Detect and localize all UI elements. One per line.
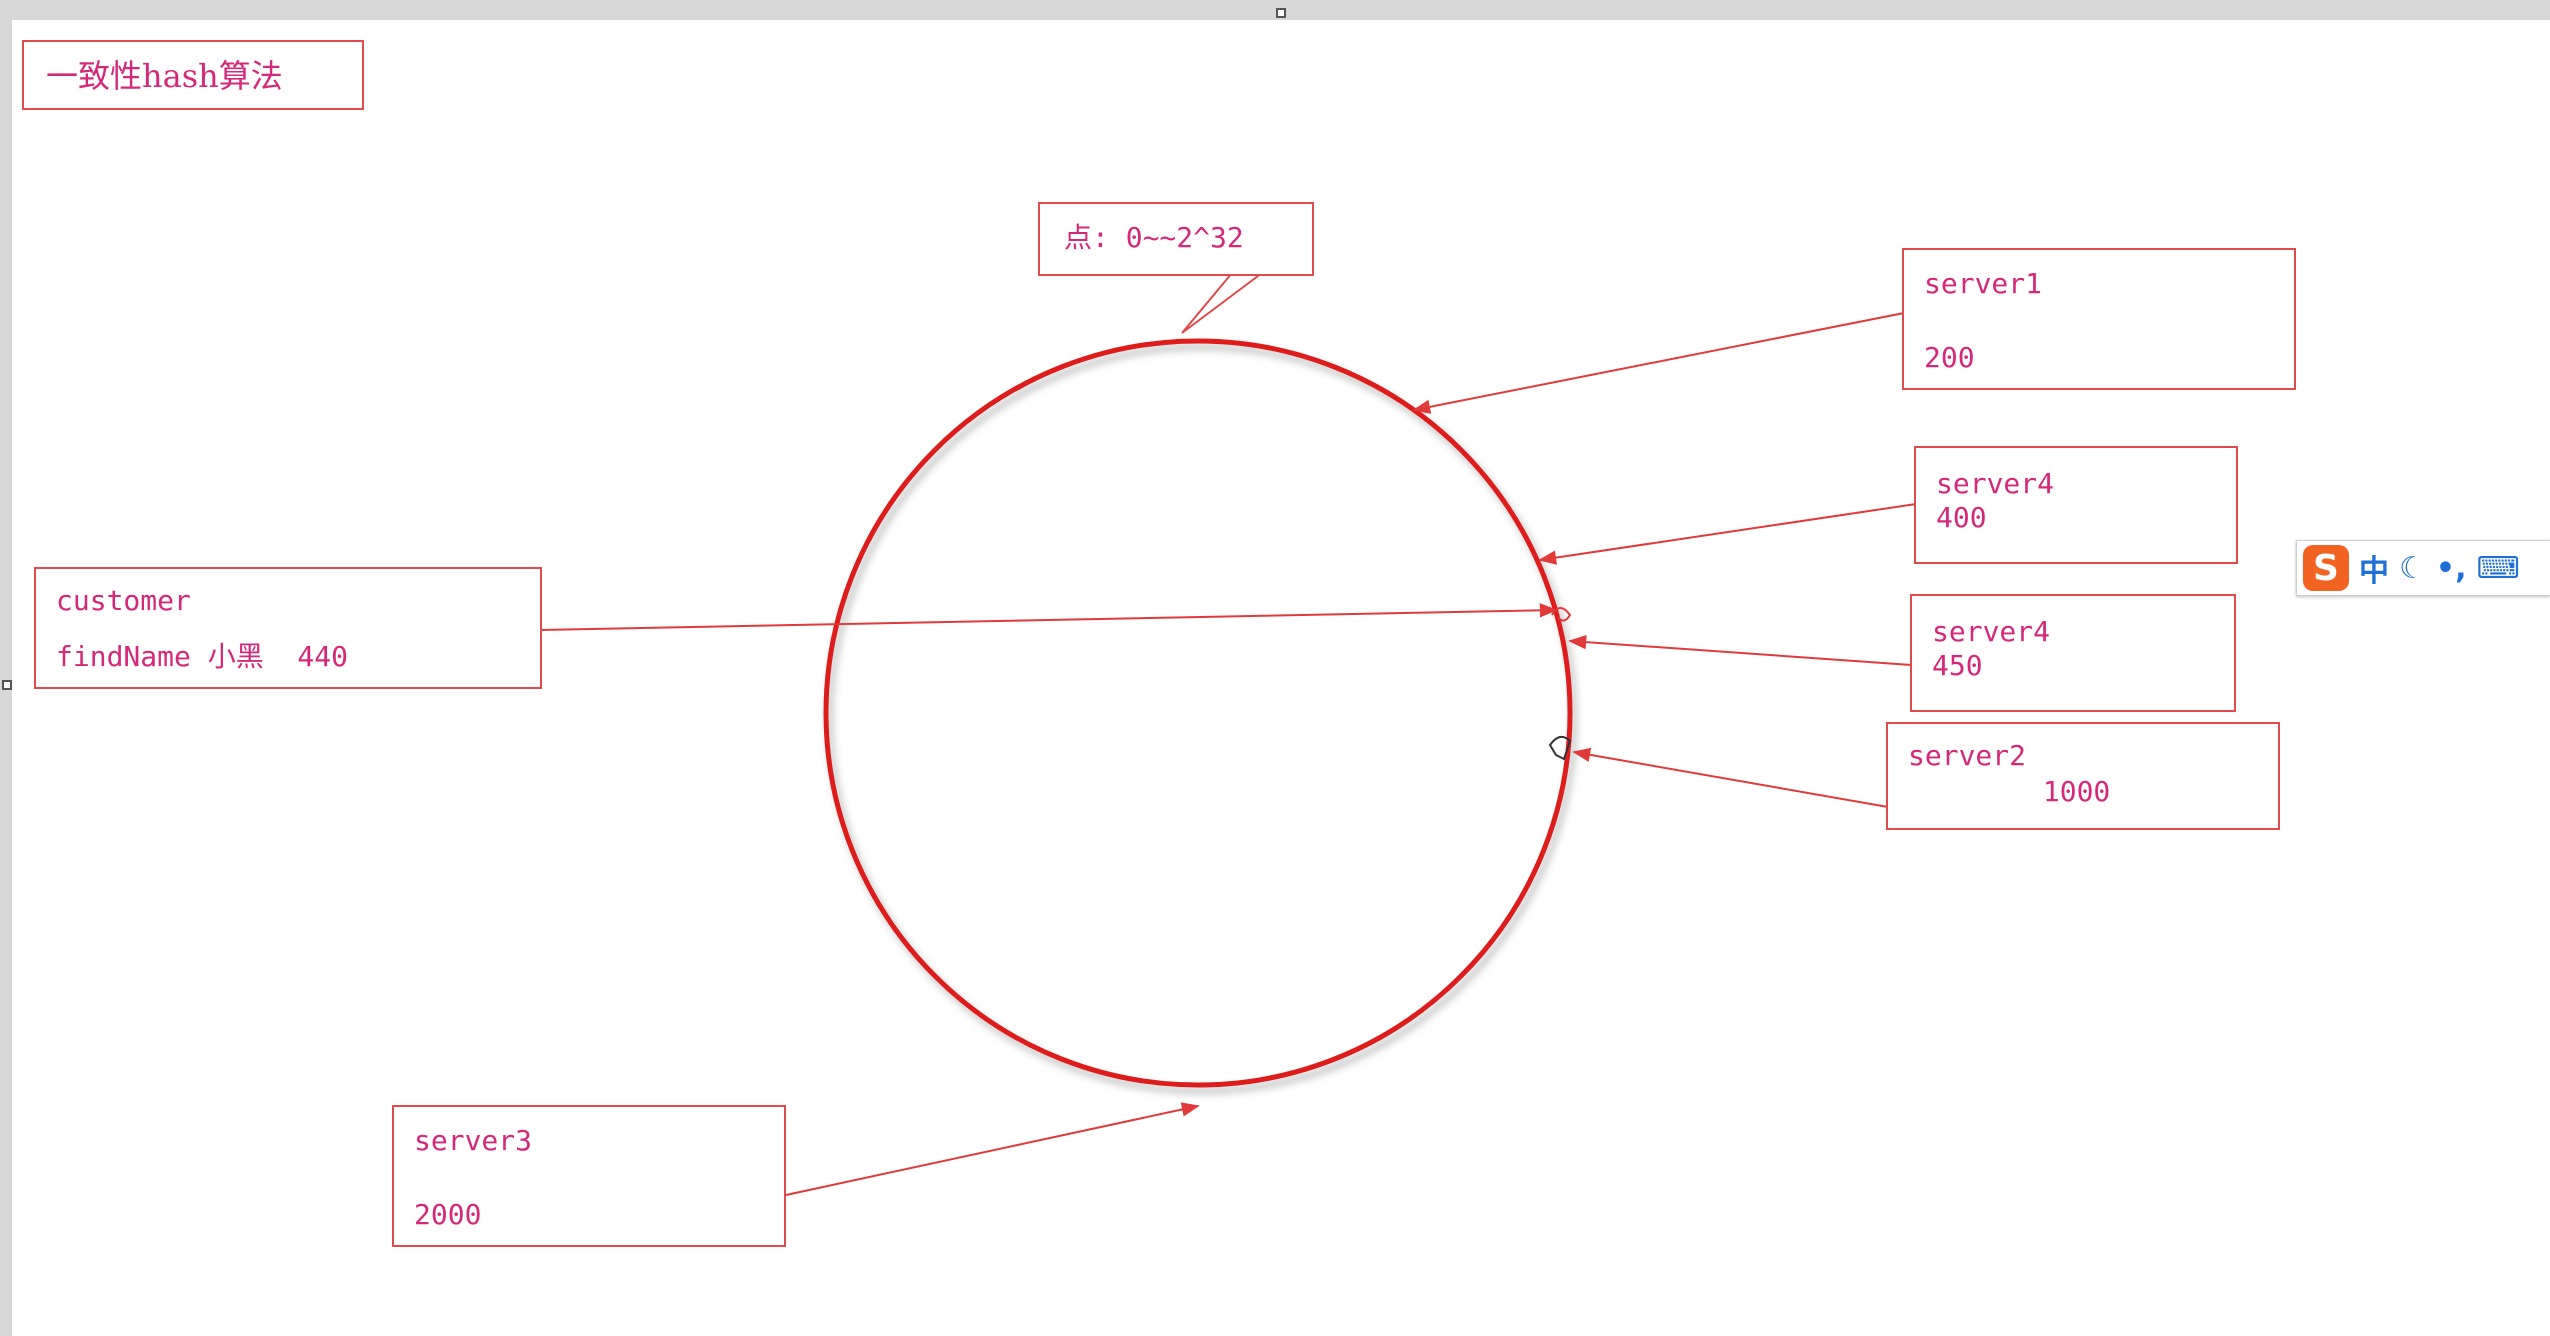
keyboard-icon[interactable]: ⌨ (2476, 550, 2520, 586)
server-box-server2[interactable]: server2 1000 (1886, 722, 2280, 830)
page-title: 一致性hash算法 (46, 57, 283, 95)
callout-pointer (1181, 272, 1263, 334)
arrow-server4-400 (1538, 503, 1917, 565)
server-box-server1[interactable]: server1 200 (1902, 248, 2296, 390)
server-hash: 1000 (1908, 775, 2111, 808)
hash-ring[interactable] (823, 338, 1573, 1088)
mark-440 (1551, 607, 1572, 622)
server-name: server3 (414, 1124, 533, 1157)
mark-1000 (1548, 735, 1572, 761)
customer-label: customer (56, 584, 191, 617)
title-box[interactable]: 一致性hash算法 (22, 40, 364, 110)
server-hash: 200 (1924, 341, 1975, 374)
resize-handle-top[interactable] (1276, 8, 1286, 18)
customer-box[interactable]: customer findName 小黑 440 (34, 567, 542, 689)
server-box-server3[interactable]: server3 2000 (392, 1105, 786, 1247)
range-callout-text: 点: 0~~2^32 (1064, 221, 1244, 254)
punctuation-icon[interactable]: •, (2435, 550, 2467, 586)
server-hash: 400 (1936, 501, 1987, 534)
ime-mode-toggle[interactable]: 中 (2359, 554, 2389, 589)
arrow-server3-2000 (785, 1102, 1200, 1196)
server-box-server4-400[interactable]: server4 400 (1914, 446, 2238, 564)
range-callout[interactable]: 点: 0~~2^32 (1038, 202, 1314, 276)
server-name: server4 (1936, 467, 2055, 500)
arrow-server1-200 (1412, 312, 1905, 414)
resize-handle-left[interactable] (2, 680, 12, 690)
arrow-server2-1000 (1572, 747, 1889, 808)
arrow-server4-450 (1568, 634, 1913, 666)
server-hash: 2000 (414, 1198, 482, 1231)
server-name: server4 (1932, 615, 2051, 648)
arrow-customer-440 (539, 603, 1558, 631)
server-name: server2 (1908, 739, 2027, 772)
server-hash: 450 (1932, 649, 1983, 682)
customer-query: findName 小黑 440 (56, 640, 349, 673)
server-name: server1 (1924, 267, 2043, 300)
ime-logo-icon[interactable]: S (2303, 545, 2349, 591)
ime-toolbar[interactable]: S 中 ☾ •, ⌨ (2296, 540, 2550, 596)
moon-icon[interactable]: ☾ (2399, 550, 2426, 586)
server-box-server4-450[interactable]: server4 450 (1910, 594, 2236, 712)
